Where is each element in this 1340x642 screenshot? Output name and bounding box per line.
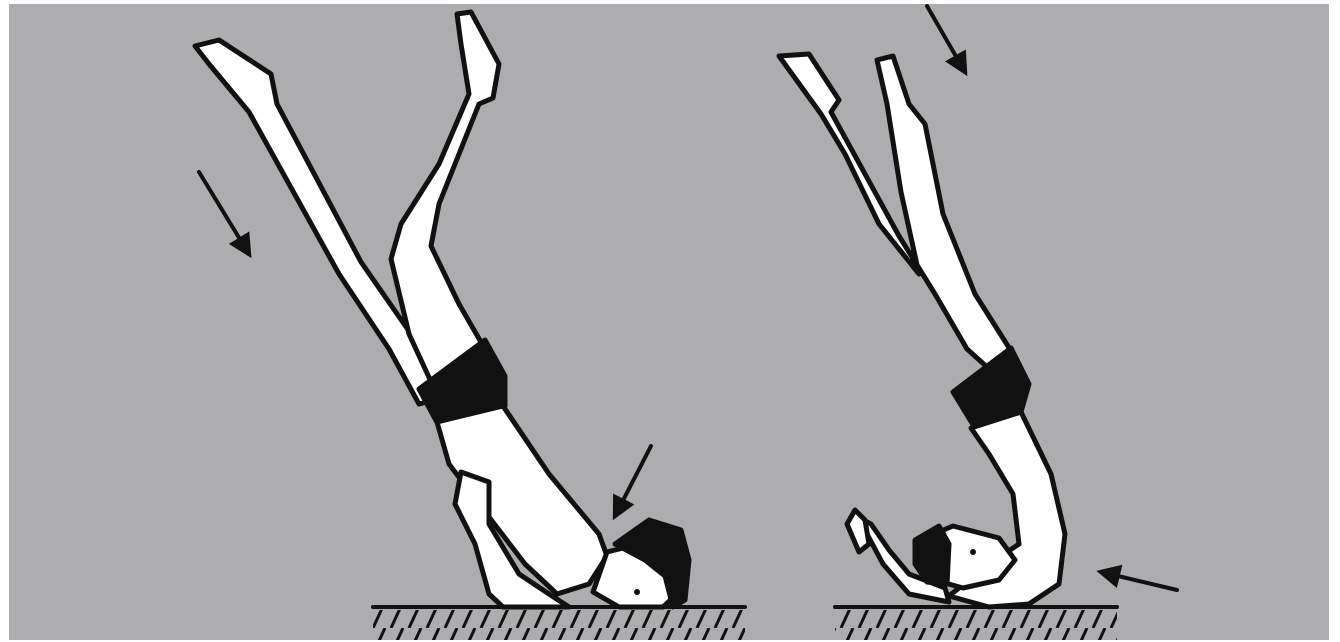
floor-right bbox=[835, 607, 1117, 640]
eye-2 bbox=[970, 549, 976, 555]
illustration-svg bbox=[9, 4, 1329, 640]
illustration-panel bbox=[9, 4, 1329, 640]
hair-2 bbox=[915, 526, 949, 584]
eye bbox=[634, 589, 640, 595]
floor-left bbox=[373, 607, 745, 640]
